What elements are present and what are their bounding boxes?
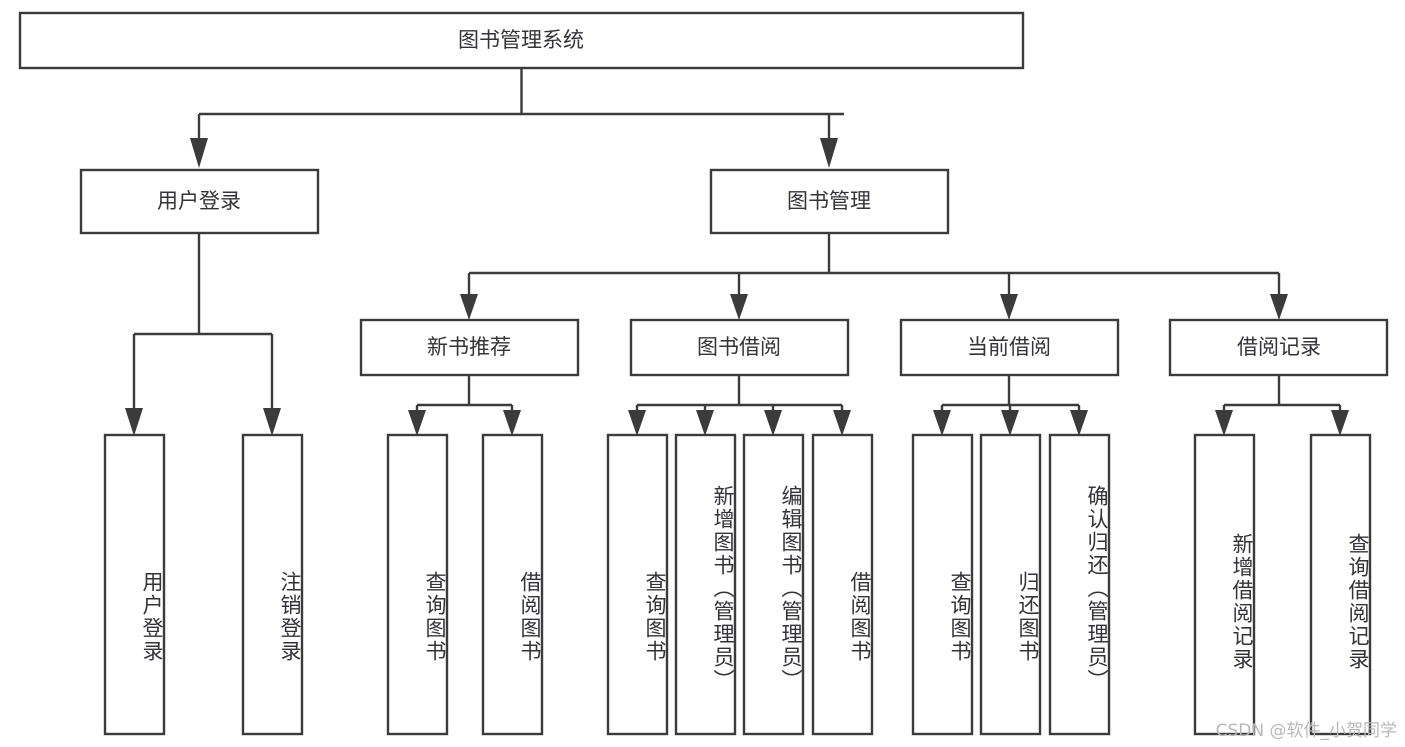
node-root[interactable]: 图书管理系统 (18, 11, 1025, 70)
leaf-box-cb-return-book[interactable] (979, 433, 1042, 736)
connector-group-book-borrow (628, 374, 851, 436)
arrowhead-cb-leaf-1 (933, 410, 951, 436)
node-user-login[interactable]: 用户登录 (79, 168, 320, 235)
leaf-box-br-query-record[interactable] (1309, 433, 1372, 736)
node-borrow-record[interactable]: 借阅记录 (1168, 318, 1389, 377)
node-new-book-recommend[interactable]: 新书推荐 (359, 318, 580, 377)
watermark: CSDN @软件_小贺同学 (1215, 721, 1397, 741)
node-new-book-recommend-box[interactable] (359, 318, 580, 377)
arrowhead-bb-leaf-2 (696, 410, 714, 436)
arrowhead-cb-leaf-2 (1001, 410, 1019, 436)
leaf-box-bb-edit-book[interactable] (742, 433, 805, 736)
arrowhead-bb-leaf-4 (833, 410, 851, 436)
arrowhead-bb-leaf-1 (628, 410, 646, 436)
connector-group-root (190, 68, 844, 168)
leaf-box-bb-query-book[interactable] (606, 433, 669, 736)
connector-group-book-mgmt (460, 233, 1288, 320)
node-book-management[interactable]: 图书管理 (709, 168, 950, 235)
arrowhead-borrow-record (1270, 294, 1288, 320)
node-root-label: 图书管理系统 (458, 28, 584, 52)
node-book-borrow-label: 图书借阅 (697, 335, 781, 359)
arrowhead-nbr-leaf-2 (503, 410, 521, 436)
arrowhead-br-leaf-1 (1215, 410, 1233, 436)
node-current-borrow-label: 当前借阅 (967, 335, 1051, 359)
arrowhead-book-mgmt (820, 138, 838, 168)
node-book-management-label: 图书管理 (787, 189, 871, 213)
leaf-box-br-add-record[interactable] (1193, 433, 1256, 736)
node-new-book-recommend-label: 新书推荐 (427, 335, 511, 359)
node-user-login-label: 用户登录 (157, 189, 241, 213)
node-borrow-record-label: 借阅记录 (1237, 335, 1321, 359)
node-book-borrow[interactable]: 图书借阅 (629, 318, 850, 377)
node-book-management-box[interactable] (709, 168, 950, 235)
arrowhead-nbr-leaf-1 (408, 410, 426, 436)
arrowhead-new-book-recommend (460, 294, 478, 320)
connector-group-borrow-record (1215, 374, 1349, 436)
node-current-borrow[interactable]: 当前借阅 (899, 318, 1120, 377)
arrowhead-cb-leaf-3 (1070, 410, 1088, 436)
connector-group-current-borrow (933, 374, 1088, 436)
node-borrow-record-box[interactable] (1168, 318, 1389, 377)
arrowhead-current-borrow (1000, 294, 1018, 320)
leaf-box-cb-query-book[interactable] (911, 433, 974, 736)
leaf-box-user-login[interactable] (103, 433, 166, 736)
arrowhead-book-borrow (730, 294, 748, 320)
leaf-boxes (103, 433, 1372, 736)
leaf-box-bb-add-book[interactable] (674, 433, 737, 736)
connector-group-new-book-recommend (408, 374, 521, 436)
arrowhead-user-login (190, 138, 208, 168)
connector-group-user-login (125, 233, 281, 436)
arrowhead-leaf-user-login (125, 408, 143, 436)
leaf-box-bb-borrow-book[interactable] (811, 433, 874, 736)
leaf-box-nbr-query-book[interactable] (386, 433, 449, 736)
node-current-borrow-box[interactable] (899, 318, 1120, 377)
arrowhead-leaf-logout (263, 408, 281, 436)
leaf-box-logout[interactable] (241, 433, 304, 736)
node-user-login-box[interactable] (79, 168, 320, 235)
arrowhead-br-leaf-2 (1331, 410, 1349, 436)
node-root-box[interactable] (18, 11, 1025, 70)
arrowhead-bb-leaf-3 (764, 410, 782, 436)
leaf-box-cb-confirm-return[interactable] (1048, 433, 1111, 736)
leaf-box-nbr-borrow-book[interactable] (481, 433, 544, 736)
node-book-borrow-box[interactable] (629, 318, 850, 377)
